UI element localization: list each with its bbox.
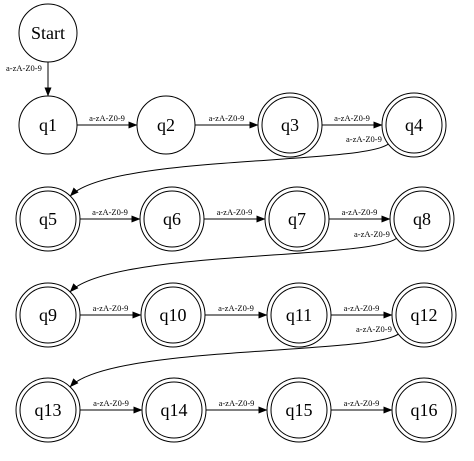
transition-label: a-zA-Z0-9 xyxy=(344,398,380,408)
state-q8: q8 xyxy=(389,186,455,252)
accepting-inner-ring xyxy=(261,96,319,154)
accepting-inner-ring xyxy=(395,381,453,439)
state-q15: q15 xyxy=(266,377,332,443)
state-q13: q13 xyxy=(15,377,81,443)
state-label: q6 xyxy=(163,209,181,229)
state-q6: q6 xyxy=(139,186,205,252)
state-label: q2 xyxy=(157,115,175,135)
transition-q12-q13 xyxy=(69,333,399,388)
transition-label: a-zA-Z0-9 xyxy=(92,207,128,217)
state-label: q10 xyxy=(160,305,187,325)
state-label: q4 xyxy=(405,115,423,135)
state-label: q3 xyxy=(281,115,299,135)
accepting-inner-ring xyxy=(270,286,328,344)
state-q12: q12 xyxy=(391,282,457,348)
transition-q4-q5 xyxy=(69,143,389,197)
state-label: q15 xyxy=(286,400,313,420)
accepting-inner-ring xyxy=(270,381,328,439)
state-q4: q4 xyxy=(381,92,447,158)
state-label: q12 xyxy=(411,305,438,325)
state-label: q9 xyxy=(39,305,57,325)
transition-label: a-zA-Z0-9 xyxy=(93,398,129,408)
transition-q8-q9 xyxy=(69,237,397,293)
transition-label: a-zA-Z0-9 xyxy=(344,303,380,313)
state-start: Start xyxy=(18,3,78,63)
accepting-inner-ring xyxy=(145,381,203,439)
state-circle xyxy=(136,95,196,155)
accepting-inner-ring xyxy=(19,190,77,248)
state-q7: q7 xyxy=(264,186,330,252)
transition-label: a-zA-Z0-9 xyxy=(334,113,370,123)
transition-arrow xyxy=(69,333,399,388)
state-label: q8 xyxy=(413,209,431,229)
state-label: q13 xyxy=(35,400,62,420)
accepting-inner-ring xyxy=(268,190,326,248)
state-label: q11 xyxy=(286,305,312,325)
transition-label: a-zA-Z0-9 xyxy=(6,63,42,73)
state-q16: q16 xyxy=(391,377,457,443)
transition-label: a-zA-Z0-9 xyxy=(342,207,378,217)
transition-label: a-zA-Z0-9 xyxy=(219,398,255,408)
accepting-inner-ring xyxy=(385,96,443,154)
state-q3: q3 xyxy=(257,92,323,158)
transitions-layer: a-zA-Z0-9 a-zA-Z0-9 a-zA-Z0-9 a-zA-Z0-9 a-zA… xyxy=(6,62,399,414)
state-label: q1 xyxy=(39,115,57,135)
state-circle xyxy=(18,95,78,155)
transition-label: a-zA-Z0-9 xyxy=(209,113,245,123)
accepting-inner-ring xyxy=(19,381,77,439)
state-q2: q2 xyxy=(136,95,196,155)
transition-label: a-zA-Z0-9 xyxy=(218,303,254,313)
transition-label: a-zA-Z0-9 xyxy=(93,303,129,313)
transition-label: a-zA-Z0-9 xyxy=(354,229,390,239)
state-q11: q11 xyxy=(266,282,332,348)
transition-arrow xyxy=(69,237,397,293)
states-layer: Start q1 q2 q3 q4 q5 q6 q7 q8 q9 q10 q11 q12 q13 q14 q1… xyxy=(15,3,457,443)
transition-label: a-zA-Z0-9 xyxy=(217,207,253,217)
state-label: q7 xyxy=(288,209,306,229)
state-circle xyxy=(18,3,78,63)
accepting-inner-ring xyxy=(143,190,201,248)
transition-label: a-zA-Z0-9 xyxy=(89,113,125,123)
transition-label: a-zA-Z0-9 xyxy=(356,324,392,334)
accepting-inner-ring xyxy=(144,286,202,344)
accepting-inner-ring xyxy=(393,190,451,248)
transition-label: a-zA-Z0-9 xyxy=(346,134,382,144)
accepting-inner-ring xyxy=(19,286,77,344)
accepting-inner-ring xyxy=(395,286,453,344)
state-label: q5 xyxy=(39,209,57,229)
state-label: Start xyxy=(31,23,65,43)
state-q1: q1 xyxy=(18,95,78,155)
transition-arrow xyxy=(69,143,389,197)
state-q9: q9 xyxy=(15,282,81,348)
state-label: q14 xyxy=(161,400,188,420)
state-q5: q5 xyxy=(15,186,81,252)
state-label: q16 xyxy=(411,400,438,420)
state-q10: q10 xyxy=(140,282,206,348)
state-q14: q14 xyxy=(141,377,207,443)
